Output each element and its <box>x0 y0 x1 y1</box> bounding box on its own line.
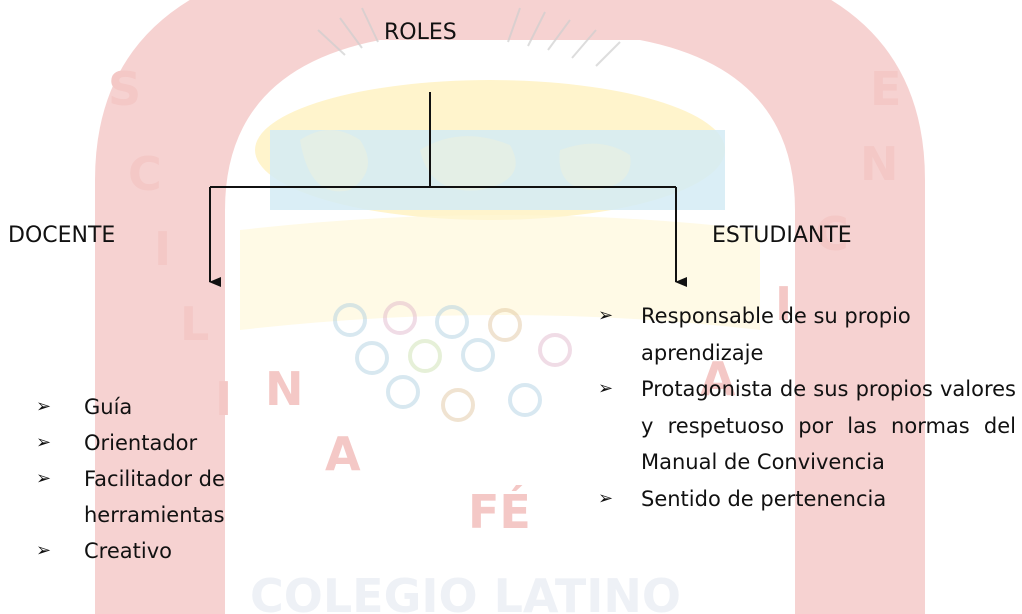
crest-world-map <box>300 130 631 192</box>
arrow-bullet-icon: ➢ <box>598 378 614 399</box>
crest-letter: I <box>154 222 171 276</box>
crest-letter: I <box>775 277 792 331</box>
crest-bubbles <box>333 301 572 422</box>
crest-letter: A <box>325 427 361 481</box>
list-item-label: Responsable de su propio aprendizaje <box>641 304 911 365</box>
list-item: ➢ Protagonista de sus propios valores y … <box>598 371 1020 481</box>
list-item: ➢ Orientador <box>36 425 296 461</box>
crest-letter: N <box>265 362 304 416</box>
crest-letter: L <box>180 297 209 351</box>
list-item: ➢ Sentido de pertenencia <box>598 481 1020 518</box>
docente-title: DOCENTE <box>8 223 116 248</box>
list-item: ➢ Responsable de su propio aprendizaje <box>598 298 1020 371</box>
crest-letter: N <box>860 137 899 191</box>
list-item-label: Protagonista de sus propios valores y re… <box>641 377 1016 474</box>
list-item-label: Sentido de pertenencia <box>641 486 887 511</box>
crest-sun-rays <box>317 7 621 67</box>
crest-letters: S C I L I N A E N C I A FÉ COLEGIO LATIN… <box>108 62 901 614</box>
arrow-bullet-icon: ➢ <box>36 432 52 453</box>
crest-yellow-field <box>240 215 760 330</box>
crest-letter: I <box>215 372 232 426</box>
arrow-bullet-icon: ➢ <box>598 487 614 509</box>
crest-letter: C <box>815 207 849 261</box>
arrow-bullet-icon: ➢ <box>36 396 52 417</box>
list-item-label: Orientador <box>84 431 198 455</box>
roles-title: ROLES <box>384 20 457 45</box>
arrow-bullet-icon: ➢ <box>36 540 52 561</box>
list-item-label: Guía <box>84 395 133 419</box>
arrow-bullet-icon: ➢ <box>598 305 614 326</box>
crest-ring <box>95 0 925 614</box>
crest-letter: A <box>700 352 736 406</box>
list-item: ➢ Guía <box>36 389 296 425</box>
estudiante-title: ESTUDIANTE <box>712 223 852 248</box>
list-item: ➢ Facilitador de herramientas <box>36 461 296 533</box>
crest-letter: C <box>128 147 162 201</box>
list-item: ➢ Creativo <box>36 533 296 569</box>
crest-letter: E <box>870 62 901 116</box>
docente-role-list: ➢ Guía ➢ Orientador ➢ Facilitador de her… <box>36 389 296 569</box>
crest-letter: S <box>108 62 141 116</box>
crest-center-text: FÉ <box>468 485 531 539</box>
list-item-label: Facilitador de herramientas <box>84 467 225 527</box>
estudiante-role-list: ➢ Responsable de su propio aprendizaje ➢… <box>598 298 1020 517</box>
list-item-label: Creativo <box>84 539 172 563</box>
crest-bottom-text: COLEGIO LATINO <box>250 569 681 614</box>
arrow-bullet-icon: ➢ <box>36 468 52 489</box>
